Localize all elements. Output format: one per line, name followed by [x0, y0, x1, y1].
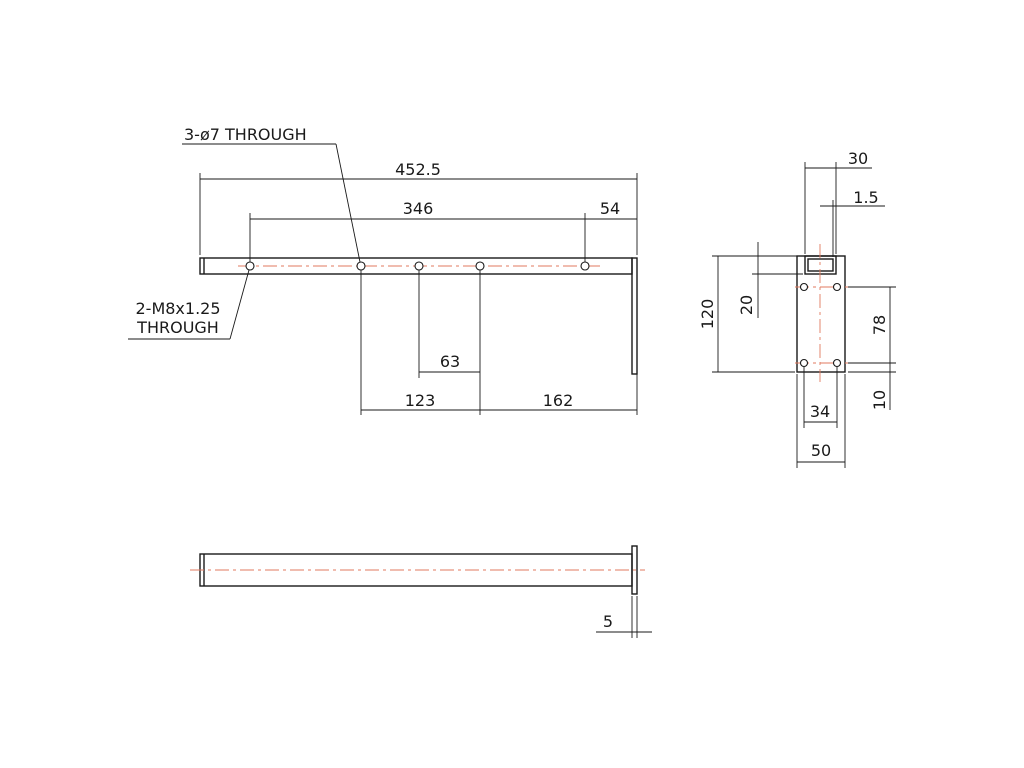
top-plate — [631, 545, 638, 595]
dim-tube-height: 20 — [737, 242, 803, 318]
dim-spacing-63: 63 — [418, 270, 481, 415]
dim-wall: 1.5 — [820, 188, 885, 257]
dim-spacing-123-label: 123 — [405, 391, 436, 410]
dim-plate-thickness: 5 — [596, 596, 652, 638]
dim-plate-width: 50 — [796, 374, 846, 468]
dim-plate-thickness-label: 5 — [603, 612, 613, 631]
dim-hole-horizontal-label: 34 — [810, 402, 830, 421]
top-view: 5 — [190, 545, 652, 638]
side-hole-bottom-right — [832, 358, 842, 368]
dim-plate-height: 120 — [698, 255, 795, 373]
side-view: 30 1.5 20 120 78 — [698, 149, 896, 468]
dim-overall-label: 452.5 — [395, 160, 441, 179]
note-threaded-line2: THROUGH — [136, 318, 219, 337]
through-hole-2 — [414, 261, 424, 271]
front-view: 452.5 346 54 63 123 162 — [128, 125, 638, 415]
side-hole-top-right — [832, 282, 842, 292]
note-threaded-line1: 2-M8x1.25 — [135, 299, 220, 318]
side-tube-outer — [804, 255, 837, 275]
side-hole-top-left — [799, 282, 809, 292]
dim-spacing-162-label: 162 — [543, 391, 574, 410]
dim-plate-height-label: 120 — [698, 299, 717, 330]
dim-hole-span-label: 346 — [403, 199, 434, 218]
dim-tube-width-label: 30 — [848, 149, 868, 168]
dim-plate-width-label: 50 — [811, 441, 831, 460]
dim-end-offset-label: 54 — [600, 199, 620, 218]
dim-hole-edge-label: 10 — [870, 390, 889, 410]
dim-hole-span: 346 — [249, 199, 586, 262]
dim-hole-horizontal: 34 — [803, 367, 838, 428]
dim-end-offset: 54 — [585, 199, 637, 220]
through-hole-3 — [475, 261, 485, 271]
through-hole-1 — [356, 261, 366, 271]
dim-spacing-63-label: 63 — [440, 352, 460, 371]
note-through-holes-label: 3-ø7 THROUGH — [184, 125, 307, 144]
side-hole-bottom-left — [799, 358, 809, 368]
dim-tube-width: 30 — [804, 149, 872, 254]
dim-hole-vertical-label: 78 — [870, 315, 889, 335]
threaded-hole-2 — [580, 261, 590, 271]
note-threaded-holes: 2-M8x1.25 THROUGH — [128, 269, 250, 340]
note-through-holes: 3-ø7 THROUGH — [182, 125, 361, 263]
dim-spacing-bottom: 123 162 — [360, 270, 638, 415]
threaded-hole-1 — [245, 261, 255, 271]
dim-overall: 452.5 — [199, 160, 638, 255]
dim-wall-label: 1.5 — [853, 188, 878, 207]
dim-hole-vertical: 78 — [848, 286, 896, 364]
dim-tube-height-label: 20 — [737, 295, 756, 315]
side-tube-inner — [807, 258, 834, 272]
dim-hole-edge: 10 — [848, 363, 896, 410]
front-plate — [631, 257, 638, 375]
